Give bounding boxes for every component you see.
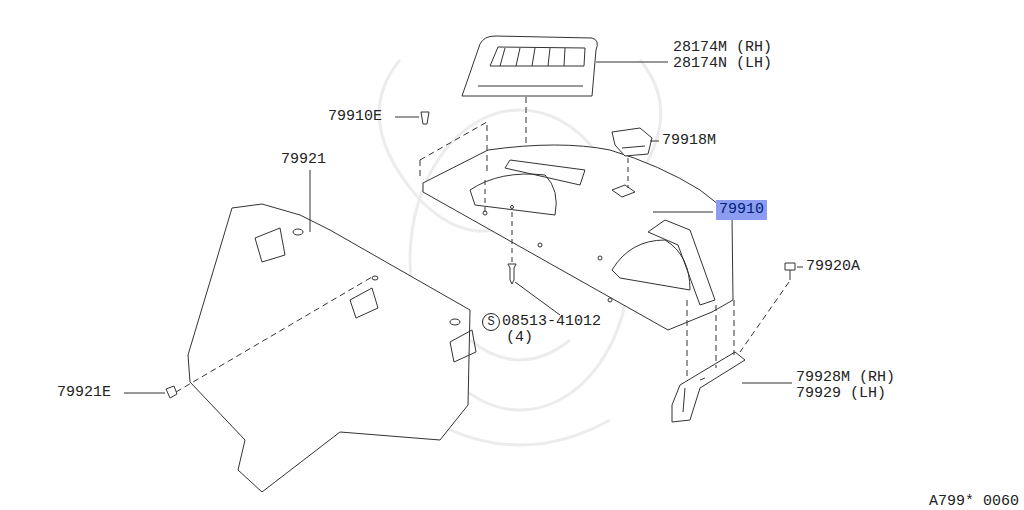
part-number: 79929 (LH) bbox=[796, 386, 886, 402]
part-number: 79921 bbox=[281, 152, 326, 168]
clip-79921E bbox=[124, 386, 177, 398]
node-text: S bbox=[487, 316, 494, 328]
part-number: 79920A bbox=[806, 259, 860, 275]
part-number: 79910E bbox=[328, 109, 382, 125]
screw-08513 bbox=[508, 212, 560, 315]
clip-79910E bbox=[395, 112, 429, 124]
part-number: 08513-41012 bbox=[502, 314, 601, 330]
screw-79920A bbox=[740, 263, 803, 352]
part-number: 28174M (RH) bbox=[673, 40, 772, 56]
part-number: 79918M bbox=[662, 133, 716, 149]
rear-parcel-shelf bbox=[420, 122, 733, 330]
bracket bbox=[672, 300, 792, 422]
highlighted-part: 79910 bbox=[716, 200, 767, 220]
standard-part-symbol: S bbox=[482, 313, 500, 331]
part-number: 79921E bbox=[57, 385, 111, 401]
part-number: 79928M (RH) bbox=[796, 370, 895, 386]
part-number: 28174N (LH) bbox=[673, 56, 772, 72]
cover-79918M bbox=[612, 128, 659, 188]
quantity: (4) bbox=[506, 330, 533, 346]
trunk-trim bbox=[176, 170, 476, 492]
diagram-code: A799* 0060 bbox=[929, 494, 1019, 510]
node-text: 79910 bbox=[719, 202, 764, 218]
